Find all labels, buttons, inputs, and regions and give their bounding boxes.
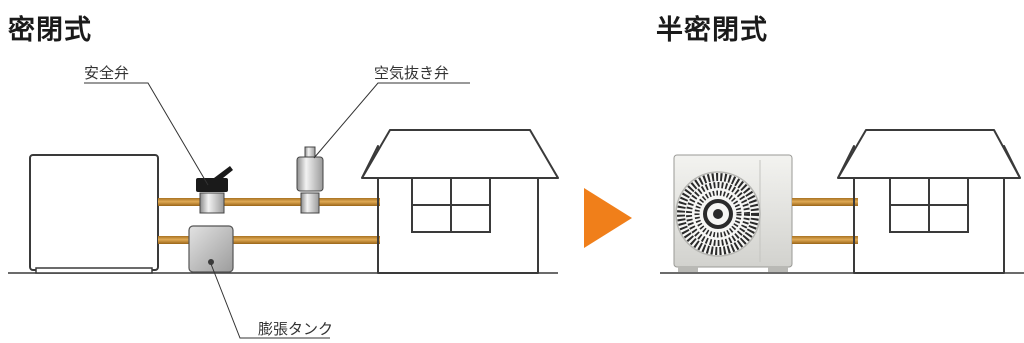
lower-pipe-right xyxy=(792,236,858,244)
air-vent-valve-icon xyxy=(296,146,324,214)
fan-icon xyxy=(675,171,761,257)
expansion-tank-leader xyxy=(210,263,330,339)
right-diagram xyxy=(660,129,1024,274)
safety-valve-leader xyxy=(84,82,209,186)
air-vent-valve-label: 空気抜き弁 xyxy=(374,64,450,82)
upper-pipe xyxy=(158,198,380,206)
outdoor-heat-pump-unit-icon xyxy=(673,154,793,272)
house-icon xyxy=(361,129,559,274)
expansion-tank-icon xyxy=(188,225,234,273)
right-diagram-title: 半密閉式 xyxy=(656,15,768,46)
arrow-right-icon xyxy=(584,188,632,248)
lower-pipe xyxy=(158,236,380,244)
expansion-tank-label: 膨張タンク xyxy=(258,320,334,338)
safety-valve-label: 安全弁 xyxy=(84,64,130,82)
safety-valve-icon xyxy=(196,166,233,214)
heat-source-unit-icon xyxy=(29,154,159,274)
left-diagram xyxy=(8,82,559,339)
house-icon-right xyxy=(837,129,1021,274)
air-vent-valve-leader xyxy=(313,82,470,159)
upper-pipe-right xyxy=(792,198,858,206)
left-diagram-title: 密閉式 xyxy=(8,15,92,46)
